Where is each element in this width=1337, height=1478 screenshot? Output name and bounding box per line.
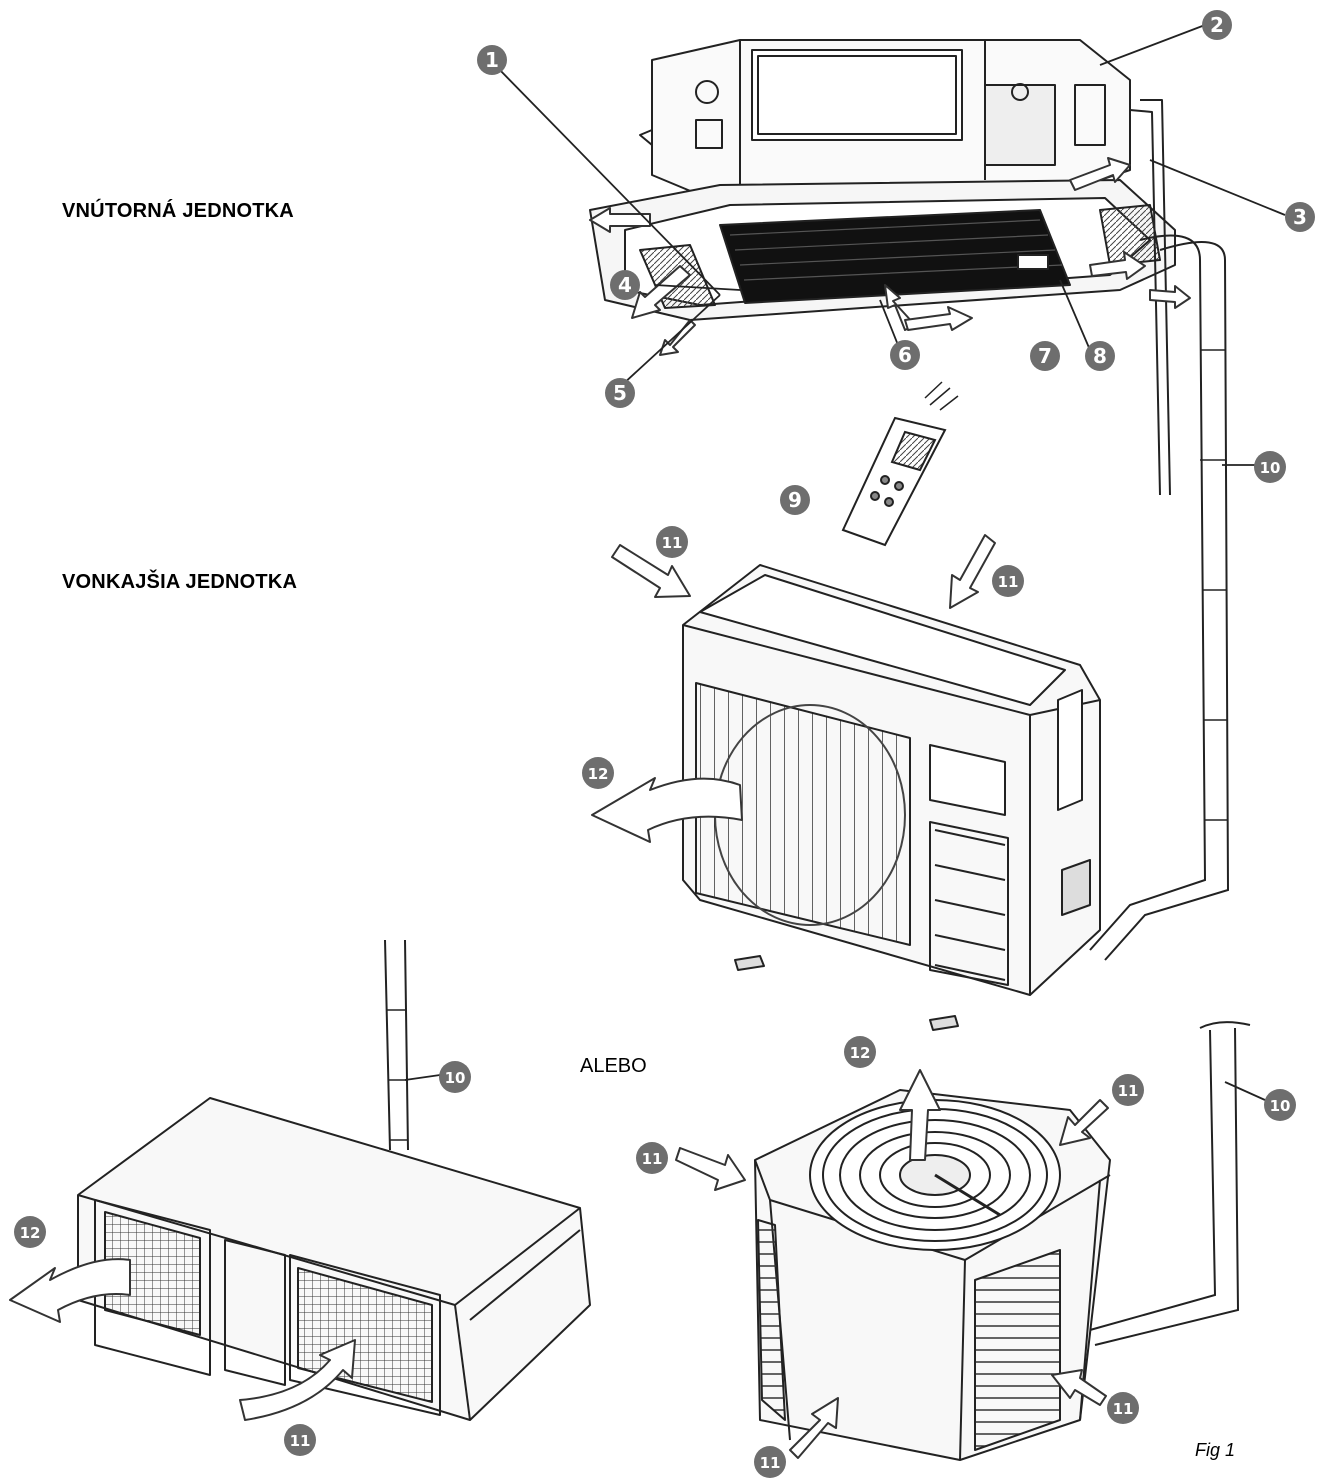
svg-text:7: 7 — [1038, 344, 1052, 368]
svg-text:11: 11 — [1113, 1400, 1134, 1418]
callout-12-cube: 12 — [844, 1036, 876, 1068]
callout-8: 8 — [1085, 341, 1115, 371]
callout-badges: 1 2 3 4 5 6 7 8 9 10 11 11 12 10 12 11 1… — [14, 10, 1315, 1478]
svg-text:10: 10 — [1260, 459, 1281, 477]
svg-text:11: 11 — [998, 573, 1019, 591]
figure-caption: Fig 1 — [1195, 1440, 1236, 1460]
callout-1: 1 — [477, 45, 507, 75]
svg-text:1: 1 — [485, 48, 499, 72]
callout-leaders — [404, 24, 1286, 1101]
callout-11-top: 11 — [992, 565, 1024, 597]
outdoor-unit-label: VONKAJŠIA JEDNOTKA — [62, 571, 298, 593]
callout-12-split: 12 — [582, 757, 614, 789]
svg-text:9: 9 — [788, 488, 802, 512]
svg-text:11: 11 — [662, 534, 683, 552]
svg-text:5: 5 — [613, 381, 627, 405]
callout-11-cube-bottom-right: 11 — [1107, 1392, 1139, 1424]
callout-5: 5 — [605, 378, 635, 408]
callout-11-left: 11 — [656, 526, 688, 558]
callout-11-cube-left: 11 — [636, 1142, 668, 1174]
svg-text:11: 11 — [290, 1432, 311, 1450]
svg-text:11: 11 — [642, 1150, 663, 1168]
callout-11-cube-right: 11 — [1112, 1074, 1144, 1106]
svg-text:4: 4 — [618, 273, 632, 297]
svg-text:10: 10 — [445, 1069, 466, 1087]
callout-2: 2 — [1202, 10, 1232, 40]
callout-10-top: 10 — [1254, 451, 1286, 483]
svg-text:11: 11 — [1118, 1082, 1139, 1100]
callout-10-cube: 10 — [1264, 1089, 1296, 1121]
svg-text:12: 12 — [588, 765, 609, 783]
indoor-airflow-arrows — [589, 157, 1191, 356]
indoor-unit-label: VNÚTORNÁ JEDNOTKA — [62, 200, 294, 222]
svg-text:2: 2 — [1210, 13, 1224, 37]
outdoor-box-unit — [77, 939, 591, 1421]
remote-control — [841, 381, 959, 547]
callout-9: 9 — [780, 485, 810, 515]
outdoor-split-unit — [682, 564, 1101, 1031]
outdoor-cube-unit — [754, 1089, 1111, 1461]
indoor-cassette-unit — [589, 39, 1176, 496]
outdoor-airflow-arrows — [591, 534, 996, 843]
callout-10-box: 10 — [439, 1061, 471, 1093]
callout-6: 6 — [890, 340, 920, 370]
callout-12-box: 12 — [14, 1216, 46, 1248]
or-label: ALEBO — [580, 1055, 647, 1077]
callout-4: 4 — [610, 270, 640, 300]
callout-11-cube-bottom: 11 — [754, 1446, 786, 1478]
svg-text:10: 10 — [1270, 1097, 1291, 1115]
svg-text:11: 11 — [760, 1454, 781, 1472]
refrigerant-pipe — [1089, 234, 1230, 961]
box-airflow-arrows — [9, 1258, 356, 1421]
svg-text:6: 6 — [898, 343, 912, 367]
svg-text:12: 12 — [850, 1044, 871, 1062]
svg-text:12: 12 — [20, 1224, 41, 1242]
callout-3: 3 — [1285, 202, 1315, 232]
cube-airflow-arrows — [675, 1069, 1109, 1459]
svg-text:8: 8 — [1093, 344, 1107, 368]
cube-pipe — [1089, 1021, 1251, 1346]
svg-text:3: 3 — [1293, 205, 1307, 229]
callout-11-box: 11 — [284, 1424, 316, 1456]
callout-7: 7 — [1030, 341, 1060, 371]
